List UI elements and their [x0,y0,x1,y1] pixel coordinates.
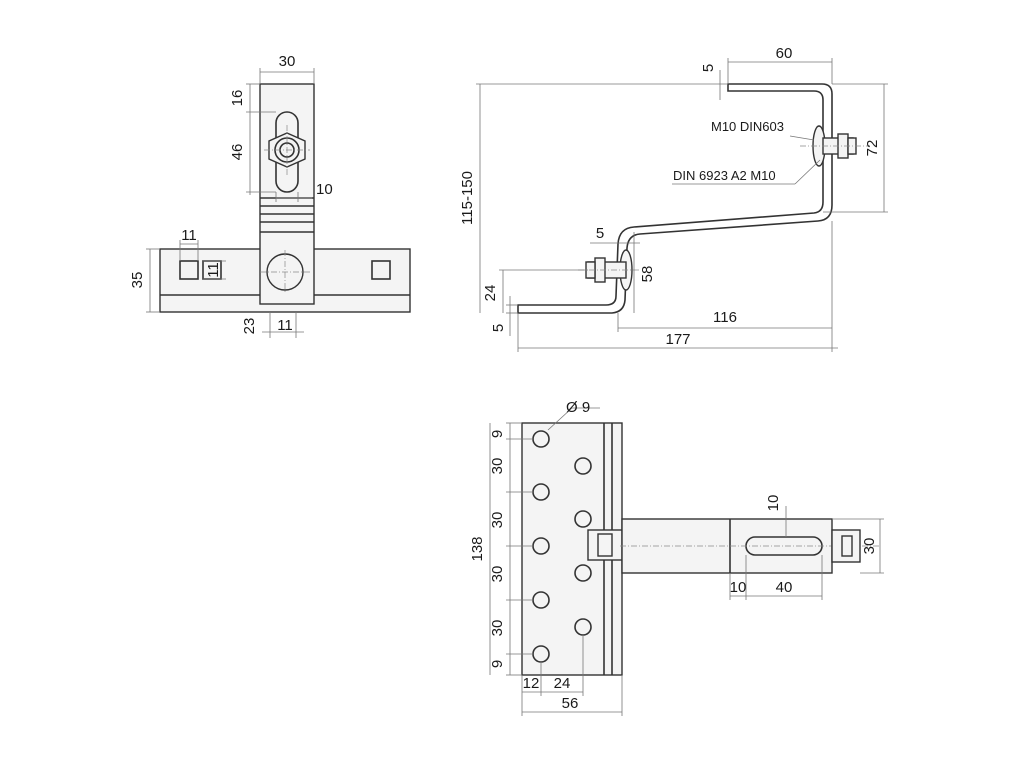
dim-right-height: 72 [864,140,881,157]
dim-foot-height: 24 [482,285,499,302]
label-nut: M10 DIN603 [711,119,784,134]
dim-pitch-4: 30 [489,620,506,637]
top-view: 30 16 46 10 11 11 35 23 11 [129,53,411,338]
dim-bolt-width: 11 [277,317,293,334]
dim-thickness-mid: 5 [596,225,604,242]
dim-arm-width: 30 [861,538,878,555]
dim-square-w: 11 [181,227,197,244]
dim-edge-top: 9 [489,430,506,438]
dim-slot-width: 10 [316,181,333,198]
square-hole-right [371,260,391,280]
dim-slot-offset-front: 10 [730,579,747,596]
dim-hole-dia: Ø 9 [566,399,590,416]
dim-length-total: 177 [665,331,690,348]
dim-height-range: 115-150 [459,171,476,225]
dim-width-total: 56 [562,695,579,712]
dim-offset-x: 24 [554,675,571,692]
dim-thickness-top: 5 [700,64,717,72]
bracket-profile [517,83,833,314]
dim-slot-offset: 16 [229,90,246,107]
dim-slot-width-front: 10 [765,495,782,512]
dim-height-total: 138 [469,536,486,561]
dim-thickness-bottom: 5 [490,324,507,332]
square-hole-left [179,260,199,280]
dim-edge-x: 12 [523,675,540,692]
dim-lower-height: 58 [639,266,656,283]
dim-slot-length: 46 [229,144,246,161]
dim-slot-length-front: 40 [776,579,793,596]
dim-pitch-1: 30 [489,458,506,475]
dim-bolt-offset: 23 [241,318,258,335]
dim-width-top: 30 [279,53,296,70]
dim-square-h: 11 [205,262,222,278]
dim-base-height: 35 [129,272,146,289]
dim-length-mid: 116 [713,309,737,326]
side-view: 60 5 115-150 72 M10 DIN603 DIN 6923 A2 M… [459,45,888,352]
dim-edge-bottom: 9 [489,660,506,668]
dim-top-flange: 60 [776,45,793,62]
dim-pitch-3: 30 [489,566,506,583]
dim-pitch-2: 30 [489,512,506,529]
label-washer: DIN 6923 A2 M10 [673,168,776,183]
front-view: Ø 9 9 30 30 30 30 9 138 12 24 56 10 10 4… [469,399,884,716]
